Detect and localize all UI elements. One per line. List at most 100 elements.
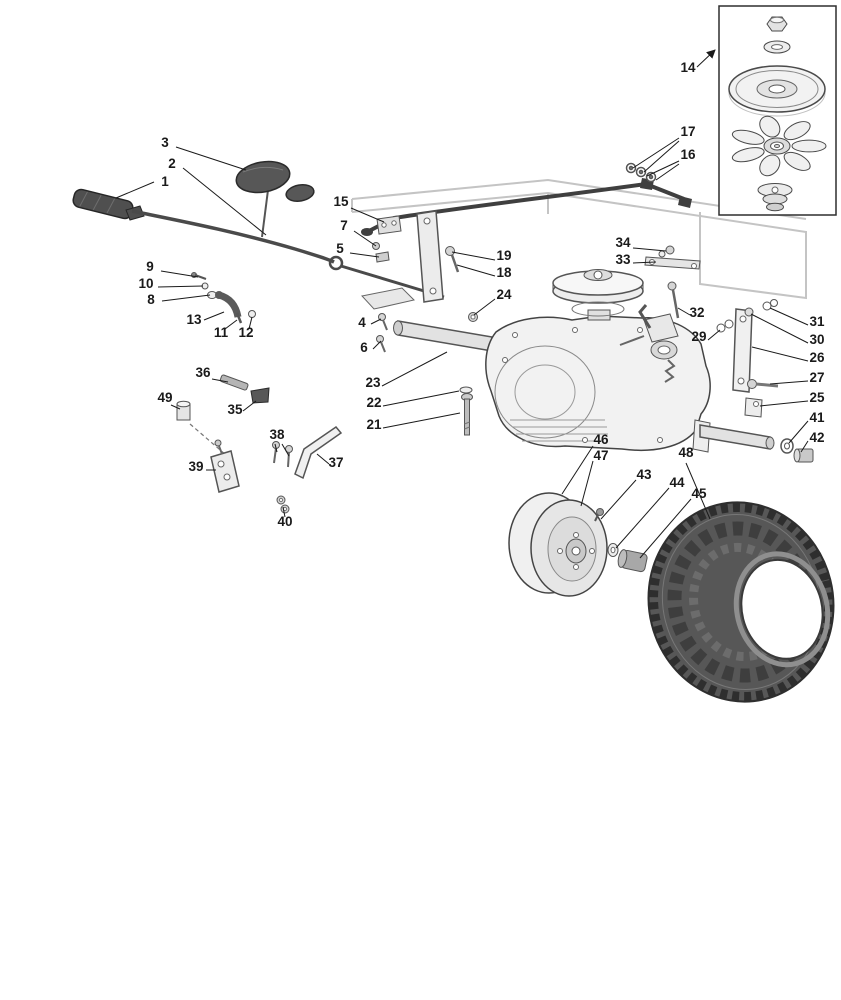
leader-line-part-38 (281, 443, 290, 457)
part-number-41: 41 (809, 410, 825, 425)
valve-stem-43 (594, 508, 604, 522)
leader-line-part-37 (316, 453, 330, 465)
leader-line-part-13 (203, 311, 225, 321)
part-number-26: 26 (809, 350, 825, 365)
part-number-39: 39 (188, 459, 203, 474)
part-number-5: 5 (336, 241, 344, 256)
rubber-cover-part3 (235, 160, 315, 202)
part-number-6: 6 (360, 340, 368, 355)
leader-line-part-32 (677, 307, 691, 316)
part-number-15: 15 (333, 194, 349, 209)
leader-line-part-44 (615, 487, 670, 549)
leader-line-part-38 (274, 443, 278, 453)
leader-line-part-47 (580, 460, 594, 507)
leader-line-part-7 (353, 230, 377, 247)
leader-line-part-23 (381, 351, 448, 387)
part-number-29: 29 (691, 329, 706, 344)
leader-line-part-16 (646, 160, 680, 177)
leader-line-part-11 (224, 319, 238, 330)
part-number-48: 48 (678, 445, 694, 460)
leader-line-part-41 (788, 420, 809, 444)
shift-handle-grip (72, 188, 145, 221)
part-number-11: 11 (214, 325, 229, 340)
leader-line-part-3 (175, 146, 247, 171)
part-number-31: 31 (809, 314, 825, 329)
leader-line-part-33 (632, 261, 657, 264)
spacer-49 (176, 400, 227, 456)
leader-line-part-24 (473, 298, 496, 316)
part-number-37: 37 (328, 455, 343, 470)
part-number-38: 38 (269, 427, 285, 442)
hub-cap-45 (617, 549, 648, 573)
leader-line-part-31 (769, 307, 809, 326)
leader-line-part-25 (759, 400, 809, 407)
part-number-40: 40 (277, 514, 292, 529)
leader-line-part-16 (655, 163, 680, 181)
leader-line-part-1 (115, 181, 155, 199)
part-number-23: 23 (365, 375, 381, 390)
part-number-14: 14 (680, 60, 696, 75)
part-number-13: 13 (186, 312, 202, 327)
leader-line-part-45 (639, 498, 692, 559)
tire-48 (647, 501, 835, 703)
leader-line-part-48 (685, 462, 711, 520)
part-number-12: 12 (238, 325, 253, 340)
stud-36 (219, 374, 249, 391)
part-number-18: 18 (496, 265, 512, 280)
leader-line-part-42 (800, 440, 809, 453)
leader-line-part-40 (282, 506, 286, 518)
leader-line-part-27 (769, 380, 809, 385)
fasteners-4-6-24 (361, 287, 478, 353)
part-number-36: 36 (195, 365, 211, 380)
part-number-42: 42 (809, 430, 824, 445)
leader-line-part-2 (182, 167, 267, 236)
part-number-19: 19 (496, 248, 511, 263)
strap-37 (294, 425, 343, 480)
part-number-7: 7 (340, 218, 348, 233)
part-number-25: 25 (809, 390, 825, 405)
part-number-34: 34 (615, 235, 631, 250)
bracket-26 (732, 308, 753, 393)
stabilizer-bar (361, 178, 692, 236)
bolt-32 (667, 281, 680, 319)
washer-41 (780, 438, 794, 454)
leader-line-part-6 (372, 340, 382, 350)
bar-spacer-washers (625, 162, 657, 183)
washers-29 (716, 319, 734, 333)
part-number-1: 1 (161, 174, 169, 189)
part-number-10: 10 (138, 276, 153, 291)
part-number-33: 33 (615, 252, 631, 267)
inset-fan (729, 115, 826, 177)
part-number-8: 8 (147, 292, 155, 307)
leader-line-part-34 (632, 247, 667, 252)
leader-line-part-15 (350, 207, 385, 223)
leader-line-part-35 (242, 400, 257, 412)
leader-line-part-4 (370, 318, 382, 325)
leader-line-part-17 (643, 140, 680, 173)
washer-44 (607, 543, 619, 557)
part-number-16: 16 (680, 147, 696, 162)
bracket-39 (210, 439, 240, 493)
axle-shaft-right (692, 419, 775, 453)
inset-nut (766, 16, 788, 32)
fasteners-30-31 (744, 299, 778, 317)
leader-line-part-29 (707, 329, 721, 341)
part-number-46: 46 (593, 432, 609, 447)
leader-line-part-21 (382, 412, 461, 429)
part-number-3: 3 (161, 135, 169, 150)
inset-hub-pulley (757, 183, 793, 212)
bolt-27 (747, 379, 779, 389)
support-bracket-15 (376, 210, 444, 303)
input-shaft-23 (393, 320, 493, 352)
leader-line-part-46 (561, 445, 594, 495)
part-number-2: 2 (168, 156, 176, 171)
leader-line-part-14 (696, 49, 716, 68)
part-number-49: 49 (157, 390, 172, 405)
bolt-18-19 (445, 246, 460, 273)
leader-line-part-18 (456, 264, 496, 277)
leader-line-part-12 (248, 316, 253, 330)
brake-assembly (619, 304, 679, 383)
bolt-21-22 (459, 386, 473, 436)
